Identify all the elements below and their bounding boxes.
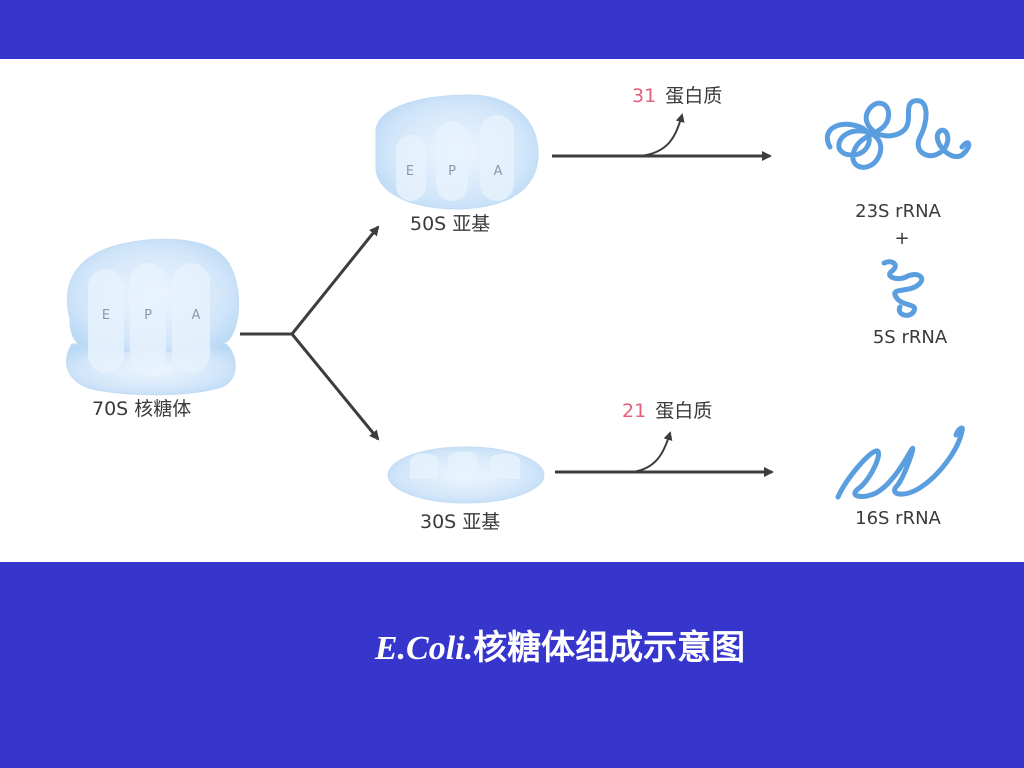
rrna-5s-strand <box>881 259 925 318</box>
subunit-30s <box>387 446 545 504</box>
arrow-30s-proteins <box>631 431 673 473</box>
site-e-label: E <box>406 164 414 179</box>
subunit-30s-label: 30S 亚基 <box>420 511 500 533</box>
site-a-label: A <box>192 308 201 323</box>
protein-count-50s: 31 <box>632 85 656 107</box>
protein-count-30s: 21 <box>622 400 646 422</box>
protein-word-50s: 蛋白质 <box>665 85 722 107</box>
site-e-label: E <box>102 308 110 323</box>
rrna-16s-strand <box>835 425 965 500</box>
ribosome-70s: E P A <box>66 238 240 396</box>
arrow-50s-proteins <box>639 113 685 157</box>
ribosome-diagram-panel: E P A 70S 核糖体 E P A 50S 亚基 <box>0 59 1024 562</box>
site-p-label: P <box>448 164 456 179</box>
caption-text: 核糖体组成示意图 <box>473 628 746 668</box>
split-arrows <box>240 225 380 441</box>
protein-label-50s: 31 蛋白质 <box>632 85 722 107</box>
subunit-50s: E P A <box>375 94 539 210</box>
protein-word-30s: 蛋白质 <box>655 400 712 422</box>
caption-species: E.Coli. <box>374 630 474 667</box>
site-p-label: P <box>144 308 152 323</box>
rrna-5s-label: 5S rRNA <box>873 327 948 348</box>
site-a-label: A <box>494 164 503 179</box>
ribosome-diagram: E P A 70S 核糖体 E P A 50S 亚基 <box>66 85 972 533</box>
rrna-23s-label: 23S rRNA <box>855 201 941 222</box>
rrna-16s-label: 16S rRNA <box>855 508 941 529</box>
title-bar <box>0 0 1024 59</box>
ribosome-70s-label: 70S 核糖体 <box>92 398 191 420</box>
subunit-50s-label: 50S 亚基 <box>410 213 490 235</box>
plus-sign: + <box>894 228 909 249</box>
rrna-23s-strand <box>824 98 972 170</box>
slide-caption: E.Coli.核糖体组成示意图 <box>0 620 1024 669</box>
protein-label-30s: 21 蛋白质 <box>622 400 712 422</box>
